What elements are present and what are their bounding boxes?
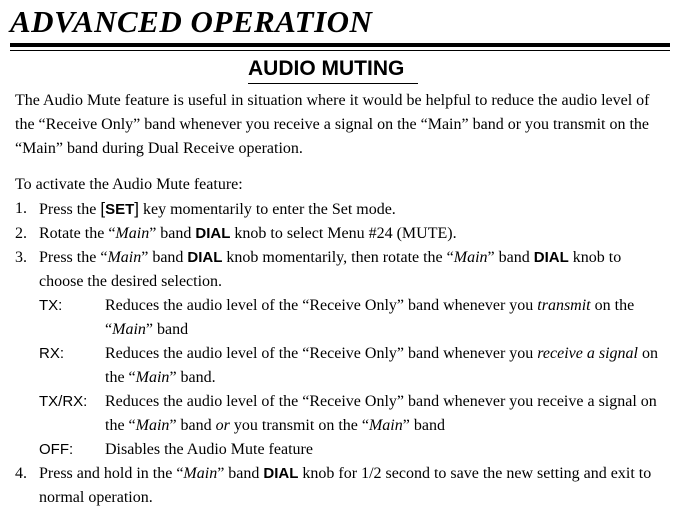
- main-band-label: Main: [135, 417, 170, 434]
- main-band-label: Main: [115, 225, 150, 242]
- step-number: 2.: [15, 225, 27, 242]
- option-text: you transmit on the “: [229, 417, 369, 434]
- main-band-label: Main: [135, 369, 170, 386]
- header-rule-thick: [10, 43, 670, 47]
- option-text: Reduces the audio level of the “Receive …: [105, 393, 657, 434]
- step-4: 4. Press and hold in the “Main” band DIAL…: [15, 462, 663, 510]
- step-text: knob to select Menu #24 (MUTE).: [230, 225, 457, 242]
- step-text: Press the: [39, 201, 101, 218]
- option-label: TX/RX:: [39, 393, 88, 410]
- step-number: 3.: [15, 249, 27, 266]
- step-text: ” band: [141, 249, 188, 266]
- option-text: Reduces the audio level of the “Receive …: [105, 345, 538, 362]
- dial-key-label: DIAL: [533, 249, 569, 266]
- option-txrx: TX/RX: Reduces the audio level of the “Re…: [39, 390, 663, 438]
- step-text: ” band: [149, 225, 196, 242]
- step-text: ” band: [217, 465, 264, 482]
- option-rx: RX: Reduces the audio level of the “Recei…: [39, 342, 663, 390]
- step-text: knob to choose the desired selection.: [39, 249, 622, 290]
- step-text: Press and hold in the “: [39, 465, 184, 482]
- option-text: ” band: [145, 321, 189, 338]
- section-underline: [248, 83, 418, 84]
- main-band-label: Main: [453, 249, 488, 266]
- option-label: OFF:: [39, 441, 74, 458]
- step-text: key momentarily to enter the Set mode.: [138, 201, 396, 218]
- dial-key-label: DIAL: [263, 465, 299, 482]
- chapter-title: ADVANCED OPERATION: [10, 4, 373, 39]
- bracket-close: ]: [134, 199, 139, 218]
- option-text: ” band.: [169, 369, 216, 386]
- step-text: knob momentarily, then rotate the “: [222, 249, 454, 266]
- emphasis-text: or: [215, 417, 230, 434]
- main-band-label: Main: [112, 321, 146, 338]
- header-rule-thin: [10, 50, 670, 51]
- option-text: on the “: [105, 345, 658, 386]
- main-band-label: Main: [107, 249, 142, 266]
- bracket-open: [: [100, 199, 106, 218]
- option-text: Disables the Audio Mute feature: [105, 441, 313, 458]
- steps-list: 1. Press the [SET] key momentarily to ent…: [15, 197, 663, 510]
- body-text: The Audio Mute feature is useful in situ…: [15, 89, 663, 510]
- emphasis-text: transmit: [537, 297, 591, 314]
- option-off: OFF: Disables the Audio Mute feature: [39, 438, 663, 462]
- dial-key-label: DIAL: [187, 249, 223, 266]
- main-band-label: Main: [183, 465, 218, 482]
- intro-paragraph: The Audio Mute feature is useful in situ…: [15, 92, 650, 157]
- step-text: Rotate the “: [39, 225, 116, 242]
- step-2: 2. Rotate the “Main” band DIAL knob to se…: [15, 222, 663, 246]
- option-text: on the “: [105, 297, 635, 338]
- option-text: ” band: [169, 417, 216, 434]
- step-3: 3.Press the “Main” band DIAL knob moment…: [15, 246, 663, 462]
- option-text: ” band: [402, 417, 445, 434]
- step-number: 4.: [15, 465, 27, 482]
- set-key-label: SET: [105, 201, 135, 218]
- section-title: AUDIO MUTING: [248, 57, 405, 80]
- main-band-label: Main: [368, 417, 403, 434]
- activate-line: To activate the Audio Mute feature:: [15, 176, 243, 193]
- step-number: 1.: [15, 200, 27, 217]
- option-label: TX:: [39, 297, 63, 314]
- dial-key-label: DIAL: [195, 225, 231, 242]
- option-label: RX:: [39, 345, 65, 362]
- step-1: 1. Press the [SET] key momentarily to ent…: [15, 197, 663, 222]
- mute-options: TX: Reduces the audio level of the “Recei…: [39, 294, 663, 462]
- option-text: Reduces the audio level of the “Receive …: [105, 297, 538, 314]
- step-text: ” band: [487, 249, 534, 266]
- option-tx: TX: Reduces the audio level of the “Recei…: [39, 294, 663, 342]
- emphasis-text: receive a signal: [537, 345, 638, 362]
- step-text: Press the “: [39, 249, 108, 266]
